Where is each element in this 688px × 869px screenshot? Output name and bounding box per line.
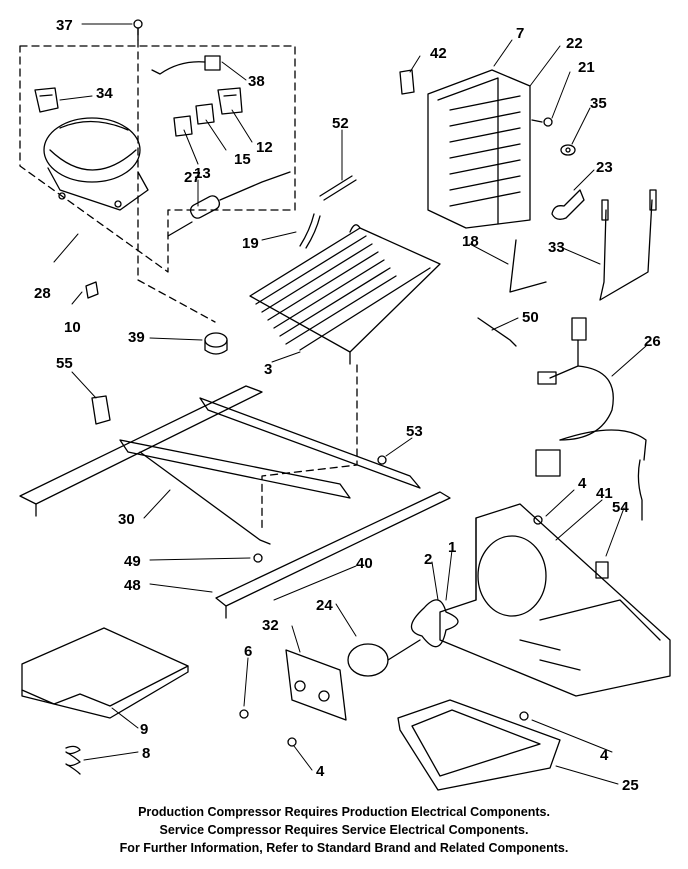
callout-25: 25 bbox=[622, 777, 639, 794]
fan-blade-part-2 bbox=[410, 599, 459, 648]
screw-part-4-upper bbox=[533, 515, 543, 525]
kit-boundary-dashed bbox=[19, 45, 296, 273]
evaporator-coil-part-3 bbox=[249, 224, 441, 365]
screw-part-21 bbox=[531, 117, 553, 127]
callout-38: 38 bbox=[248, 73, 265, 90]
callout-18: 18 bbox=[462, 233, 479, 250]
rail-part-48 bbox=[215, 491, 451, 619]
callout-50: 50 bbox=[522, 309, 539, 326]
callout-32: 32 bbox=[262, 617, 279, 634]
compressor bbox=[43, 117, 149, 211]
callout-27: 27 bbox=[184, 169, 201, 186]
note-further-info: For Further Information, Refer to Standa… bbox=[119, 841, 569, 855]
cover-panel-part-9 bbox=[21, 627, 189, 719]
part-13 bbox=[173, 115, 193, 137]
callout-52: 52 bbox=[332, 115, 349, 132]
callout-48: 48 bbox=[124, 577, 141, 594]
screw-part-6 bbox=[239, 709, 249, 719]
callout-3: 3 bbox=[264, 361, 272, 378]
part-52 bbox=[319, 175, 357, 201]
callout-21: 21 bbox=[578, 59, 595, 76]
callout-35: 35 bbox=[590, 95, 607, 112]
callout-6: 6 bbox=[244, 643, 252, 660]
leader-lines bbox=[53, 23, 647, 785]
callout-39: 39 bbox=[128, 329, 145, 346]
callout-40: 40 bbox=[356, 555, 373, 572]
callout-13: 13 bbox=[194, 165, 211, 182]
screw-part-49 bbox=[253, 553, 263, 563]
dashed-leader-3 bbox=[261, 364, 358, 529]
bracket-part-32 bbox=[285, 649, 347, 721]
callout-1: 1 bbox=[448, 539, 456, 556]
screw-part-37 bbox=[133, 19, 143, 41]
base-rail-part-30 bbox=[19, 385, 421, 545]
part-50 bbox=[477, 317, 517, 347]
part-54 bbox=[595, 561, 609, 579]
callout-7: 7 bbox=[516, 25, 524, 42]
tube-part-33 bbox=[599, 189, 657, 301]
callout-9: 9 bbox=[140, 721, 148, 738]
callout-34: 34 bbox=[96, 85, 113, 102]
note-production: Production Compressor Requires Productio… bbox=[138, 805, 550, 819]
callout-24: 24 bbox=[316, 597, 333, 614]
dashed-leader-37 bbox=[137, 27, 216, 323]
callout-8: 8 bbox=[142, 745, 150, 762]
callout-4-lower: 4 bbox=[316, 763, 325, 780]
callout-30: 30 bbox=[118, 511, 135, 528]
drain-pan-part-25 bbox=[397, 699, 561, 791]
callout-10: 10 bbox=[64, 319, 81, 336]
clip-part-55 bbox=[91, 395, 111, 425]
part-10 bbox=[85, 281, 99, 299]
connector-part-38 bbox=[151, 55, 221, 75]
spring-part-8 bbox=[65, 745, 81, 775]
callout-labels: 37 7 42 22 21 34 38 35 52 12 15 13 27 23… bbox=[34, 17, 661, 794]
part-15 bbox=[195, 103, 215, 125]
callout-53: 53 bbox=[406, 423, 423, 440]
callout-12: 12 bbox=[256, 139, 273, 156]
callout-55: 55 bbox=[56, 355, 73, 372]
callout-33: 33 bbox=[548, 239, 565, 256]
callout-42: 42 bbox=[430, 45, 447, 62]
grommet-part-35 bbox=[560, 144, 576, 156]
callout-19: 19 bbox=[242, 235, 259, 252]
grommet-part-39 bbox=[204, 332, 228, 355]
callout-28: 28 bbox=[34, 285, 51, 302]
condenser-coil-part-7 bbox=[427, 69, 531, 229]
screw-part-4-pan bbox=[519, 711, 529, 721]
bracket-part-34 bbox=[34, 87, 59, 113]
callout-54: 54 bbox=[612, 499, 629, 516]
callout-37: 37 bbox=[56, 17, 73, 34]
callout-4-pan: 4 bbox=[600, 747, 609, 764]
relay-part-12 bbox=[217, 87, 243, 115]
wire-part-18 bbox=[509, 239, 547, 293]
clip-part-42 bbox=[399, 69, 415, 95]
screw-part-53 bbox=[377, 455, 387, 465]
screw-part-4-lower bbox=[287, 737, 297, 747]
wiring-harness-part-26 bbox=[535, 317, 647, 521]
callout-22: 22 bbox=[566, 35, 583, 52]
callout-4-upper: 4 bbox=[578, 475, 587, 492]
note-service: Service Compressor Requires Service Elec… bbox=[159, 823, 529, 837]
clip-part-23 bbox=[551, 189, 585, 220]
base-pan-part-41 bbox=[439, 503, 671, 697]
callout-49: 49 bbox=[124, 553, 141, 570]
callout-2: 2 bbox=[424, 551, 432, 568]
callout-15: 15 bbox=[234, 151, 251, 168]
tube-part-19 bbox=[299, 213, 321, 249]
capacitor-part-27 bbox=[167, 171, 291, 237]
callout-41: 41 bbox=[596, 485, 613, 502]
callout-23: 23 bbox=[596, 159, 613, 176]
fan-motor-part-24 bbox=[347, 639, 421, 677]
callout-26: 26 bbox=[644, 333, 661, 350]
